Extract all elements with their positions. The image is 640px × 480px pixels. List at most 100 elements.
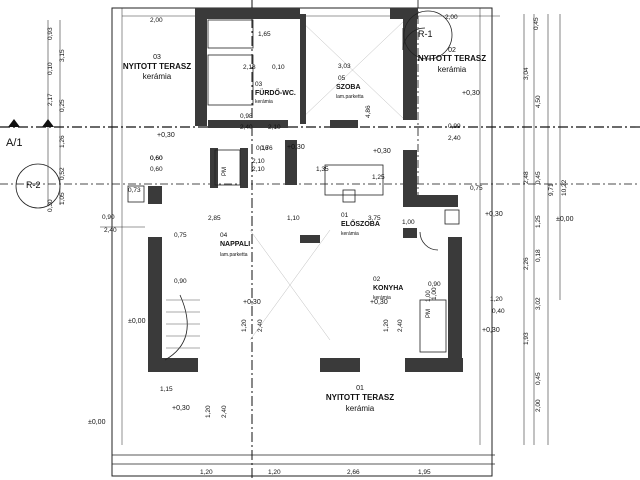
interior-dims-label: 2,10 <box>268 124 281 131</box>
right-dims-label: 10,22 <box>561 179 568 196</box>
svg-text:PM: PM <box>222 167 228 176</box>
bottom-dims-label: 1,95 <box>418 469 431 476</box>
interior-dims-label: 0,75 <box>470 185 483 192</box>
left-dims-label: 0,25 <box>59 99 66 112</box>
interior-dims-label: 2,40 <box>257 319 264 332</box>
r2-marker: R-2 <box>15 163 61 209</box>
right-dims-label: 9,71 <box>548 183 555 196</box>
svg-text:02: 02 <box>448 47 456 54</box>
interior-dims-label: 0,60 <box>150 155 163 162</box>
svg-text:+0,30: +0,30 <box>373 148 391 155</box>
interior-dims-label: 2,40 <box>221 405 228 418</box>
room-label-04-living: 04 NAPPALI lam.parketta <box>220 232 250 258</box>
bottom-dimension-texts: 1,20 1,20 2,66 1,95 <box>200 469 431 476</box>
svg-text:lam.parketta: lam.parketta <box>336 94 364 100</box>
interior-dims-label: 1,00 <box>431 287 438 300</box>
svg-text:ELŐSZOBA: ELŐSZOBA <box>341 219 380 228</box>
interior-dims-label: 0,10 <box>272 64 285 71</box>
interior-dims-label: 2,40 <box>448 135 461 142</box>
interior-dims-label: 2,40 <box>104 227 117 234</box>
interior-dims-label: 1,20 <box>490 296 503 303</box>
interior-dims-label: 0,16 <box>256 145 269 152</box>
svg-text:kerámia: kerámia <box>373 295 391 301</box>
left-dims-label: 1,05 <box>59 192 66 205</box>
svg-text:+0,30: +0,30 <box>287 144 305 151</box>
interior-dims-label: 0,40 <box>492 308 505 315</box>
r2-label: R-2 <box>26 180 41 190</box>
right-dims-label: 2,48 <box>523 171 530 184</box>
svg-text:±0,00: ±0,00 <box>556 216 574 223</box>
interior-dims-label: 3,75 <box>368 215 381 222</box>
interior-dims-label: 4,86 <box>365 105 372 118</box>
interior-dims-label: 2,18 <box>243 64 256 71</box>
svg-text:kerámia: kerámia <box>143 72 172 81</box>
level-marks: +0,30 +0,30 +0,30 +0,30 +0,30 +0,30 +0,3… <box>88 90 574 426</box>
interior-dims-label: 2,10 <box>252 166 265 173</box>
top-dims-label: 2,00 <box>445 14 458 21</box>
interior-dims-label: 2,85 <box>208 215 221 222</box>
svg-text:+0,30: +0,30 <box>485 211 503 218</box>
interior-dims-label: 2,40 <box>240 124 253 131</box>
right-dims-label: 0,45 <box>533 17 540 30</box>
interior-dims-label: 0,90 <box>174 278 187 285</box>
interior-dims-label: 0,60 <box>150 166 163 173</box>
interior-dims-label: 1,00 <box>402 219 415 226</box>
svg-text:+0,30: +0,30 <box>370 299 388 306</box>
bottom-dims-label: 2,66 <box>347 469 360 476</box>
right-dims-label: 0,45 <box>535 171 542 184</box>
interior-dims-label: 1,20 <box>383 319 390 332</box>
interior-dims-label: 3,03 <box>338 63 351 70</box>
left-dims-label: 0,30 <box>47 199 54 212</box>
interior-dims-label: 0,99 <box>448 123 461 130</box>
left-dims-label: 0,10 <box>47 62 54 75</box>
interior-dims-label: 1,35 <box>316 166 329 173</box>
room-label-03-terrace: 03 NYITOTT TERASZ kerámia <box>123 54 191 81</box>
left-dims-label: 0,52 <box>59 167 66 180</box>
room-label-05-room: 05 SZOBA lam.parketta <box>336 75 364 100</box>
stair-outline <box>166 299 200 349</box>
svg-text:FÜRDŐ-WC.: FÜRDŐ-WC. <box>255 88 296 97</box>
interior-dims-label: 0,60 <box>150 155 163 162</box>
interior-dims-label: 1,25 <box>372 174 385 181</box>
svg-text:±0,00: ±0,00 <box>128 318 146 325</box>
right-dims-label: 2,00 <box>535 399 542 412</box>
interior-dims-label: 1,10 <box>287 215 300 222</box>
svg-text:+0,30: +0,30 <box>462 90 480 97</box>
svg-text:NYITOTT TERASZ: NYITOTT TERASZ <box>418 54 486 63</box>
outer-frame <box>111 7 495 477</box>
bottom-dims-label: 1,20 <box>200 469 213 476</box>
svg-text:NYITOTT TERASZ: NYITOTT TERASZ <box>123 62 191 71</box>
left-dims-label: 3,15 <box>59 49 66 62</box>
dimension-lines <box>47 14 561 445</box>
section-marker: A/1 <box>6 119 54 149</box>
svg-text:01: 01 <box>356 385 364 392</box>
svg-text:KONYHA: KONYHA <box>373 285 403 292</box>
right-dims-label: 4,50 <box>535 95 542 108</box>
svg-text:±0,00: ±0,00 <box>88 419 106 426</box>
right-dims-label: 1,93 <box>523 332 530 345</box>
interior-dims-label: 1,15 <box>160 386 173 393</box>
bottom-dims-label: 1,20 <box>268 469 281 476</box>
svg-text:SZOBA: SZOBA <box>336 84 361 91</box>
svg-text:04: 04 <box>220 232 228 239</box>
interior-outlines <box>127 19 460 361</box>
r1-marker: R-1 <box>403 10 453 60</box>
left-dims-label: 1,26 <box>59 135 66 148</box>
svg-text:01: 01 <box>341 212 349 219</box>
svg-text:kerámia: kerámia <box>255 99 273 105</box>
svg-text:05: 05 <box>338 75 346 82</box>
equipment-label: PM 1,00 PM <box>222 167 432 318</box>
top-dims-label: 2,00 <box>150 17 163 24</box>
svg-text:+0,30: +0,30 <box>482 327 500 334</box>
svg-text:02: 02 <box>373 276 381 283</box>
interior-dims-label: 2,40 <box>397 319 404 332</box>
svg-text:kerámia: kerámia <box>341 231 359 237</box>
interior-dims-label: 0,75 <box>174 232 187 239</box>
interior-dims-label: 1,20 <box>205 405 212 418</box>
svg-text:+0,30: +0,30 <box>172 405 190 412</box>
svg-text:03: 03 <box>153 54 161 61</box>
